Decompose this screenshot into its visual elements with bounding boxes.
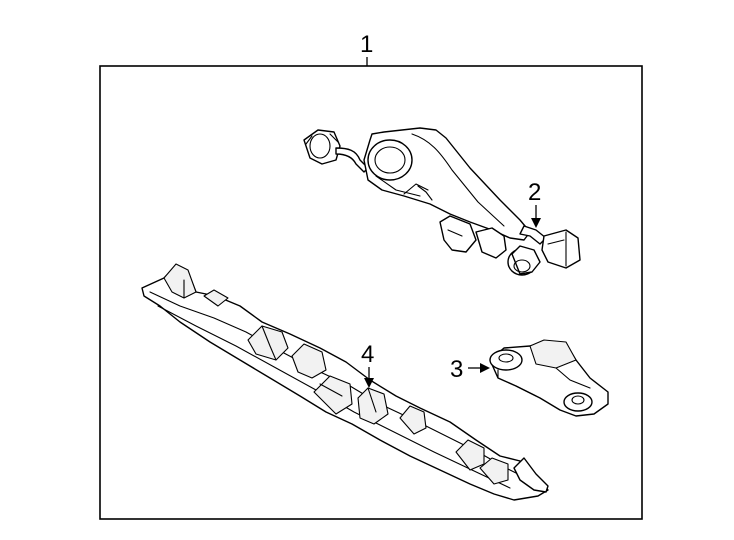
- callout-3-arrow: [480, 363, 490, 373]
- callout-4-label: 4: [361, 341, 374, 368]
- part-3-license-lamp: [489, 339, 609, 417]
- callout-2-label: 2: [528, 179, 541, 206]
- callout-2-arrow: [531, 218, 541, 228]
- callout-3-label: 3: [450, 356, 463, 383]
- callout-4-arrow: [364, 378, 374, 388]
- assembly-frame: [99, 65, 643, 520]
- part-4-bracket: [141, 263, 549, 501]
- callout-1-label: 1: [360, 31, 373, 58]
- part-2-harness: [303, 127, 581, 276]
